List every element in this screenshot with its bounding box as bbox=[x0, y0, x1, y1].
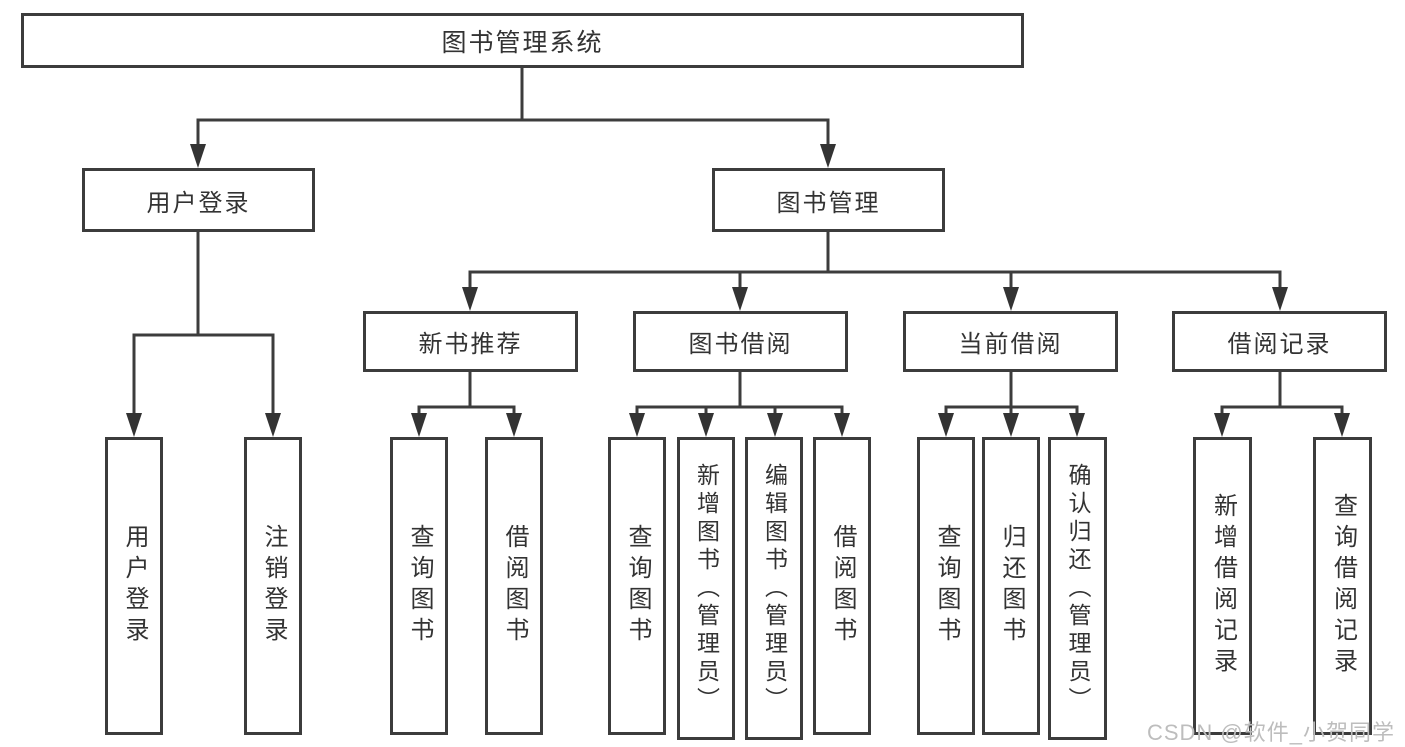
leaf-label: 借阅图书 bbox=[501, 524, 528, 648]
node-current-borrowing: 当前借阅 bbox=[903, 311, 1118, 372]
leaf-label: 新增借阅记录 bbox=[1209, 493, 1237, 679]
csdn-watermark: CSDN @软件_小贺同学 bbox=[1146, 720, 1395, 745]
leaf-label: 查询图书 bbox=[406, 524, 433, 648]
leaf-query-books-borrow: 查询图书 bbox=[608, 437, 666, 735]
leaf-label: 编辑图书（管理员） bbox=[761, 462, 788, 715]
leaf-label: 新增图书（管理员） bbox=[693, 462, 720, 715]
node-book-borrowing: 图书借阅 bbox=[633, 311, 848, 372]
leaf-label: 归还图书 bbox=[998, 524, 1025, 648]
node-library-management-system: 图书管理系统 bbox=[21, 13, 1024, 68]
leaf-return-books: 归还图书 bbox=[982, 437, 1040, 735]
arrowheads bbox=[126, 144, 1350, 437]
leaf-label: 查询图书 bbox=[933, 524, 960, 648]
leaf-logout: 注销登录 bbox=[244, 437, 302, 735]
leaf-label: 借阅图书 bbox=[829, 524, 856, 648]
leaf-query-borrow-record: 查询借阅记录 bbox=[1313, 437, 1372, 735]
leaf-query-books-current: 查询图书 bbox=[917, 437, 975, 735]
node-new-book-recommendation: 新书推荐 bbox=[363, 311, 578, 372]
leaf-borrow-books: 借阅图书 bbox=[813, 437, 871, 735]
node-user-login: 用户登录 bbox=[82, 168, 315, 232]
leaf-add-borrow-record: 新增借阅记录 bbox=[1193, 437, 1252, 735]
leaf-label: 用户登录 bbox=[121, 524, 148, 648]
leaf-borrow-books-recommend: 借阅图书 bbox=[485, 437, 543, 735]
tree-edges bbox=[132, 68, 1344, 417]
leaf-confirm-return-admin: 确认归还（管理员） bbox=[1048, 437, 1107, 740]
node-book-management: 图书管理 bbox=[712, 168, 945, 232]
leaf-user-login: 用户登录 bbox=[105, 437, 163, 735]
leaf-label: 注销登录 bbox=[260, 524, 287, 648]
leaf-add-book-admin: 新增图书（管理员） bbox=[677, 437, 735, 740]
node-borrowing-records: 借阅记录 bbox=[1172, 311, 1387, 372]
leaf-label: 确认归还（管理员） bbox=[1065, 462, 1091, 715]
leaf-edit-book-admin: 编辑图书（管理员） bbox=[745, 437, 803, 740]
leaf-label: 查询借阅记录 bbox=[1329, 493, 1357, 679]
leaf-label: 查询图书 bbox=[624, 524, 651, 648]
leaf-query-books-recommend: 查询图书 bbox=[390, 437, 448, 735]
